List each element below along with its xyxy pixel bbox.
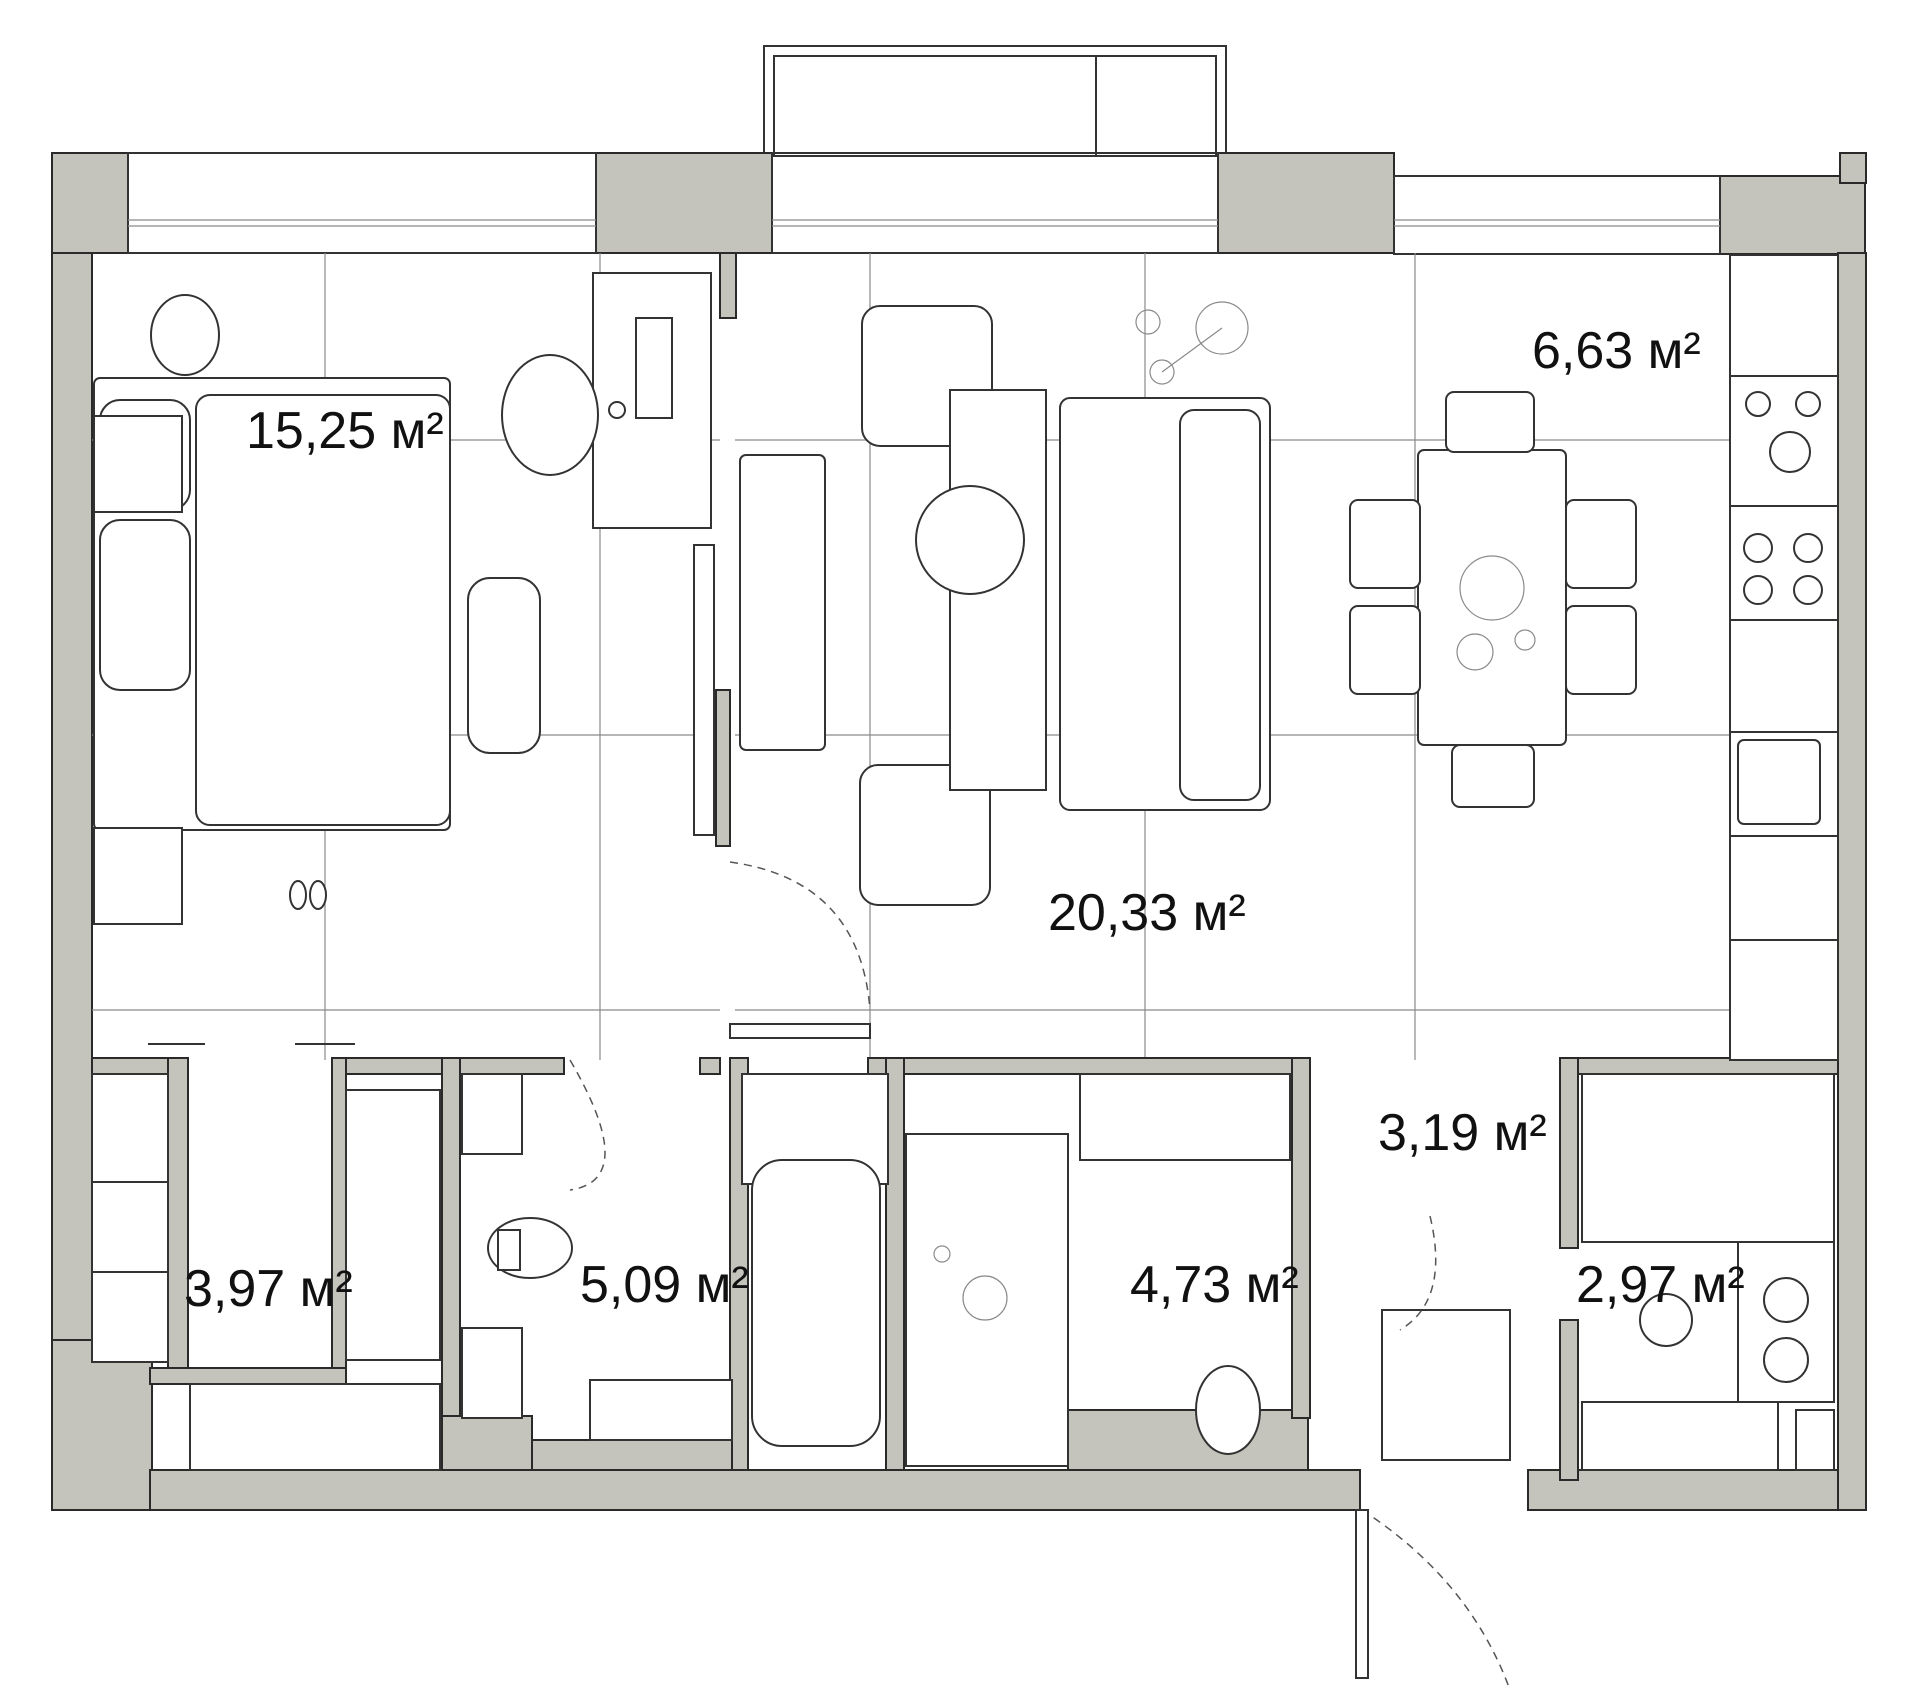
bedroom-furniture [93,272,712,1045]
area-label-hallway: 3,19 м² [1378,1104,1547,1162]
nightstand-top [93,415,183,513]
armchair-bottom [859,764,991,906]
cabinet-top [461,1073,523,1155]
chair-bottom [1451,744,1535,808]
sofa-back [1179,409,1261,801]
area-label-kitchen: 6,63 м² [1532,322,1701,380]
laundry-basket [150,294,220,376]
shelving [91,1073,169,1363]
laundry-basket-2 [1639,1293,1693,1347]
washbasin [589,1379,733,1441]
keyboard [635,317,673,419]
entry-door [1355,1509,1369,1679]
kitchen-counter [1729,254,1839,1061]
dining-table [1417,449,1567,746]
area-label-living-room: 20,33 м² [1048,884,1246,942]
toilet-tank [497,1229,521,1271]
toilet-2 [1195,1365,1261,1455]
sink [1737,739,1821,825]
wardrobe-left-furniture [91,1073,441,1471]
nightstand-bottom [93,827,183,925]
windows [127,152,1721,255]
small-cabinet [1795,1409,1835,1471]
hallway-furniture [1355,1215,1511,1687]
coffee-table [915,485,1025,595]
mouse [608,401,626,419]
shower-cabin [905,1133,1069,1467]
chair-left-2 [1349,605,1421,695]
rug [949,389,1047,791]
area-label-bathroom: 5,09 м² [580,1256,749,1314]
shower-room-furniture [905,1073,1291,1467]
duvet [195,394,451,826]
cabinet-bottom [461,1327,523,1419]
tv-panel [693,544,715,836]
door-leaf [729,1023,871,1039]
area-label-storage-right: 2,97 м² [1576,1256,1745,1314]
chair-right-1 [1565,499,1637,589]
exterior-walls [51,152,1867,1511]
vanity-2 [1079,1073,1291,1161]
chair-left-1 [1349,499,1421,589]
pillow [99,519,191,691]
desk-chair [501,354,599,476]
ottoman [467,577,541,754]
interior-walls [91,252,1839,1481]
living-room-furniture [693,301,1271,1039]
area-labels: 15,25 м² 20,33 м² 6,63 м² 3,19 м² 3,97 м… [184,322,1745,1318]
chair-right-2 [1565,605,1637,695]
area-label-wardrobe-left: 3,97 м² [184,1260,353,1318]
shelf-top [1581,1073,1835,1243]
rail-bottom [189,1383,441,1471]
shelf-bottom [1581,1401,1779,1471]
door-mat [1381,1309,1511,1461]
tv-unit [739,454,826,751]
bathroom-furniture [461,1059,889,1447]
area-label-shower-room: 4,73 м² [1130,1256,1299,1314]
chair-top [1445,391,1535,453]
bathtub [751,1159,881,1447]
kitchen-furniture [1349,254,1839,1061]
storage-right-furniture [1581,1073,1835,1471]
area-label-bedroom: 15,25 м² [246,402,444,460]
balcony [763,45,1227,157]
rail-right [345,1089,441,1361]
